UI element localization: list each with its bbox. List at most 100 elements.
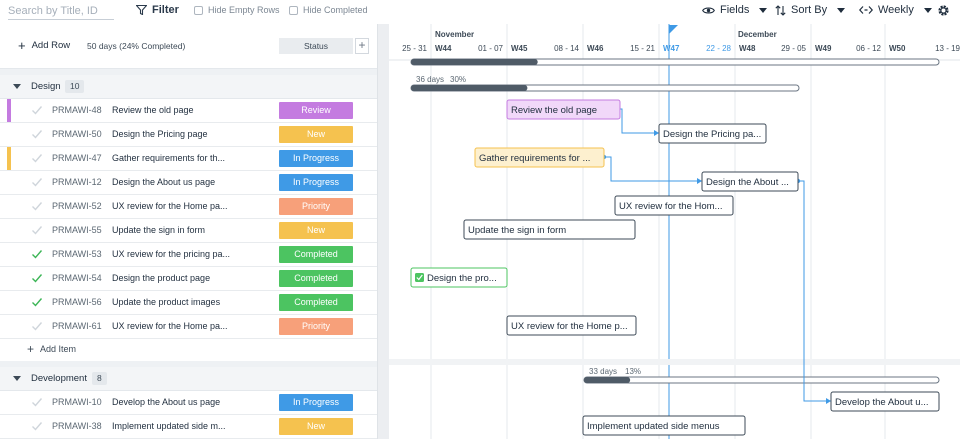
complete-check-icon[interactable]	[31, 200, 43, 212]
task-name[interactable]: Design the Pricing page	[112, 129, 208, 139]
dependency-arrow-icon	[697, 178, 702, 184]
complete-check-icon[interactable]	[31, 224, 43, 236]
group-separator	[389, 359, 960, 365]
dependency-arrow-icon	[826, 398, 831, 404]
hide-completed-checkbox[interactable]: Hide Completed	[289, 5, 368, 15]
complete-check-icon[interactable]	[31, 420, 43, 432]
task-name[interactable]: Update the sign in form	[112, 225, 206, 235]
collapse-caret-icon[interactable]	[13, 376, 21, 381]
status-badge[interactable]: Completed	[279, 246, 353, 263]
collapse-caret-icon[interactable]	[13, 84, 21, 89]
status-badge[interactable]: New	[279, 418, 353, 435]
task-bar[interactable]: Develop the About u...	[830, 391, 940, 412]
task-bar[interactable]: Design the Pricing pa...	[658, 123, 767, 144]
design-progress-fill	[411, 85, 528, 91]
status-badge[interactable]: In Progress	[279, 174, 353, 191]
status-badge[interactable]: New	[279, 126, 353, 143]
complete-check-icon[interactable]	[31, 152, 43, 164]
task-bar[interactable]: Gather requirements for ...	[474, 147, 605, 168]
add-row-button[interactable]: + Add Row	[18, 39, 71, 52]
status-badge[interactable]: In Progress	[279, 394, 353, 411]
hide-empty-rows-checkbox[interactable]: Hide Empty Rows	[194, 5, 280, 15]
complete-check-icon[interactable]	[31, 248, 43, 260]
week-number: W50	[889, 44, 906, 53]
task-bar-label: Design the pro...	[427, 273, 497, 284]
task-name[interactable]: UX review for the pricing pa...	[112, 249, 231, 259]
task-bar[interactable]: UX review for the Hom...	[614, 195, 734, 216]
weekly-button[interactable]: Weekly	[859, 4, 932, 16]
week-number: W46	[587, 44, 604, 53]
search-input[interactable]	[8, 3, 114, 20]
status-badge[interactable]: Priority	[279, 198, 353, 215]
table-row[interactable]: PRMAWI-61 UX review for the Home pa... Pri…	[0, 315, 377, 339]
row-color-flag	[7, 147, 11, 170]
week-number: W45	[511, 44, 528, 53]
task-bar[interactable]: Design the About ...	[701, 171, 799, 192]
task-name[interactable]: Design the product page	[112, 273, 211, 283]
task-name[interactable]: UX review for the Home pa...	[112, 321, 228, 331]
add-row-label: Add Row	[31, 40, 71, 51]
week-date-range: 25 - 31	[402, 44, 427, 53]
task-bar[interactable]: UX review for the Home p...	[506, 315, 637, 336]
task-name[interactable]: UX review for the Home pa...	[112, 201, 228, 211]
status-badge[interactable]: In Progress	[279, 150, 353, 167]
complete-check-icon[interactable]	[31, 272, 43, 284]
complete-check-icon[interactable]	[31, 396, 43, 408]
status-badge[interactable]: Completed	[279, 270, 353, 287]
add-item-button[interactable]: +Add Item	[0, 339, 377, 361]
complete-check-icon[interactable]	[31, 104, 43, 116]
status-column-header[interactable]: Status	[279, 38, 353, 54]
fields-button[interactable]: Fields	[702, 4, 768, 16]
table-row[interactable]: PRMAWI-55 Update the sign in form New	[0, 219, 377, 243]
checkbox-icon	[194, 5, 203, 15]
group-duration: 36 days	[416, 75, 444, 84]
task-bar[interactable]: Update the sign in form	[463, 219, 636, 240]
complete-check-icon[interactable]	[31, 128, 43, 140]
settings-button[interactable]	[937, 4, 950, 17]
filter-button[interactable]: Filter	[136, 4, 179, 16]
task-name[interactable]: Gather requirements for th...	[112, 153, 226, 163]
chevron-down-icon	[759, 7, 768, 13]
group-count-badge: 10	[65, 80, 85, 93]
status-badge[interactable]: Completed	[279, 294, 353, 311]
task-name[interactable]: Update the product images	[112, 297, 221, 307]
checked-box-icon	[415, 273, 424, 282]
task-name[interactable]: Design the About us page	[112, 177, 216, 187]
sort-by-button[interactable]: Sort By	[775, 4, 846, 16]
task-bar[interactable]: Design the pro...	[410, 267, 508, 288]
complete-check-icon[interactable]	[31, 176, 43, 188]
task-bar[interactable]: Review the old page	[506, 99, 621, 120]
status-badge[interactable]: New	[279, 222, 353, 239]
task-bar-label: Update the sign in form	[468, 225, 566, 236]
group-percent: 13%	[625, 367, 641, 376]
task-id: PRMAWI-55	[52, 225, 102, 235]
table-row[interactable]: PRMAWI-38 Implement updated side m... New	[0, 415, 377, 439]
status-badge[interactable]: Review	[279, 102, 353, 119]
status-badge[interactable]: Priority	[279, 318, 353, 335]
add-column-button[interactable]: +	[355, 38, 369, 54]
task-name[interactable]: Review the old page	[112, 105, 194, 115]
task-bar[interactable]: Implement updated side menus	[582, 415, 746, 436]
complete-check-icon[interactable]	[31, 296, 43, 308]
task-name[interactable]: Implement updated side m...	[112, 421, 226, 431]
task-bar-label: Review the old page	[511, 105, 597, 116]
task-id: PRMAWI-38	[52, 421, 102, 431]
panel-divider[interactable]	[377, 24, 389, 439]
task-name[interactable]: Develop the About us page	[112, 397, 221, 407]
chevron-down-icon	[923, 7, 932, 13]
task-id: PRMAWI-61	[52, 321, 102, 331]
complete-check-icon[interactable]	[31, 320, 43, 332]
group-percent: 30%	[450, 75, 466, 84]
week-date-range: 22 - 28	[706, 44, 731, 53]
